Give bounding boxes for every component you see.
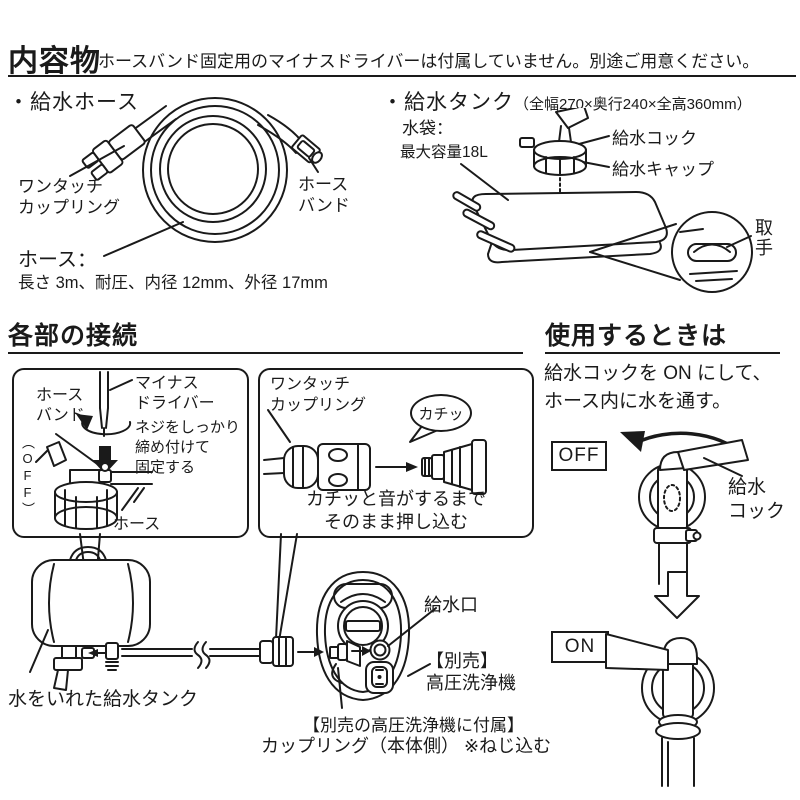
one-touch-coupling-label: ワンタッチ カップリング [18,177,120,217]
tank-drawing [452,108,753,293]
push-until-click-note: カチッと音がするまで そのまま押し込む [306,489,486,532]
hose-band-label: ホース バンド [298,175,350,215]
box-hose-band-label: ホース バンド [36,387,85,424]
off-state-badge: OFF [551,441,607,471]
coupling-callout-box: ワンタッチ カップリング カチッ カチッと音がするまで そのまま押し込む [258,368,534,538]
machine-coupling-caption-2: カップリング（本体側） ※ねじ込む [261,736,552,756]
hose-item-title: ・給水ホース [8,91,139,114]
water-cock-label: 給水コック [612,129,697,148]
usage-heading-rule [545,352,780,354]
connection-heading: 各部の接続 [8,322,139,350]
page-title-note: ホースバンド固定用のマイナスドライバーは付属していません。別途ご用意ください。 [98,52,760,71]
water-cap-label: 給水キャップ [612,160,714,179]
box-coupling-label: ワンタッチ カップリング [270,376,367,414]
hose-spec-title: ホース： [18,249,97,271]
click-sound-bubble: カチッ [410,394,472,432]
box-hose-label: ホース [113,516,161,533]
machine-coupling-caption-1: 【別売の高圧洗浄機に付属】 [303,716,524,735]
water-bag-capacity: 最大容量18L [400,144,488,161]
coupling-push-drawing [263,409,487,495]
hose-spec-detail: 長さ 3m、耐圧、内径 12mm、外径 17mm [18,274,328,292]
hose-coil-drawing [69,97,323,257]
filled-tank-label: 水をいれた給水タンク [8,689,199,710]
header-divider [8,75,796,77]
water-inlet-label: 給水口 [424,595,478,615]
assembly-drawing [29,533,437,709]
usage-cock-label: 給水 コック [728,477,786,522]
cock-on-drawing [605,633,715,787]
water-bag-label: 水袋： [402,119,453,138]
tank-item-title: ・給水タンク [382,91,514,114]
handle-label: 取手 [753,218,773,258]
screwdriver-tightening-drawing [35,371,153,530]
flathead-driver-label: マイナス ドライバー [135,375,215,412]
usage-heading: 使用するときは [545,322,728,350]
on-state-badge: ON [551,631,609,663]
sold-separately-washer-label: 【別売】 高圧洗浄機 [426,651,516,693]
connection-heading-rule [8,352,523,354]
hose-band-callout-box: ホース バンド マイナス ドライバー ネジをしっかり 締め付けて 固定する （O… [12,368,249,538]
usage-instruction: 給水コックを ON にして、 ホース内に水を通す。 [544,363,772,412]
tighten-note: ネジをしっかり 締め付けて 固定する [135,419,241,476]
valve-off-state-label: （OFF） [20,436,35,517]
page-title: 内容物 [8,45,101,78]
cock-off-drawing [620,431,749,585]
down-arrow-icon [654,571,700,619]
